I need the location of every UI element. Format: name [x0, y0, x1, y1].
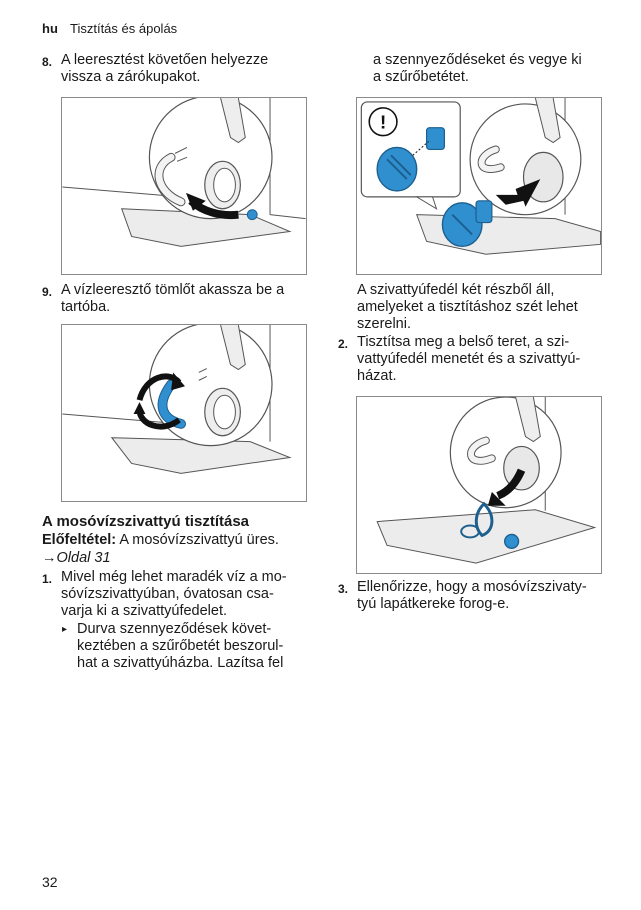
step-1-line-1: Mivel még lehet maradék víz a mo- [61, 569, 287, 585]
arrow-right-icon: → [42, 550, 57, 566]
step-3-text: Ellenőrizze, hogy a mosóvízszivaty- tyú … [357, 579, 587, 613]
bullet-line-2: keztében a szűrőbetét beszorul- [77, 638, 284, 654]
precondition-label: Előfeltétel: [42, 532, 117, 548]
step-9-number: 9. [42, 285, 53, 299]
step-2-line-2: vattyúfedél menetét és a szivattyú- [357, 351, 581, 367]
step-3-line-2: tyú lapátkereke forog-e. [357, 596, 510, 612]
step-9-line-2: tartóba. [61, 299, 111, 315]
figure-hose-hang [61, 324, 307, 502]
step-8-text: A leeresztést követően helyezze vissza a… [61, 52, 268, 86]
bullet-triangle-icon: ▸ [62, 624, 68, 635]
note-line-2: amelyeket a tisztításhoz szét lehet [357, 299, 578, 315]
step-1-number: 1. [42, 572, 53, 586]
precondition-text: A mosóvízszivattyú üres. [116, 532, 279, 548]
continuation-line-1: a szennyeződéseket és vegye ki [373, 52, 582, 68]
figure-cap-replace [61, 97, 307, 275]
step-9-text: A vízleeresztő tömlőt akassza be a tartó… [61, 282, 284, 316]
step-2-text: Tisztítsa meg a belső teret, a szi- vatt… [357, 334, 580, 385]
step-8-number: 8. [42, 55, 53, 69]
illustration-pump-cover-remove: ! [360, 98, 601, 255]
step-1-line-2: sóvízszivattyúban, óvatosan csa- [61, 586, 274, 602]
step-1-text: Mivel még lehet maradék víz a mo- sóvízs… [61, 569, 287, 620]
step-2-number: 2. [338, 337, 349, 351]
step-2-line-3: házat. [357, 368, 397, 384]
step-3-number: 3. [338, 582, 349, 596]
note-line-3: szerelni. [357, 316, 411, 332]
page-number: 32 [42, 874, 58, 890]
step-2-line-1: Tisztítsa meg a belső teret, a szi- [357, 334, 570, 350]
note-line-1: A szivattyúfedél két részből áll, [357, 282, 555, 298]
precondition: Előfeltétel: A mosóvízszivattyú üres. [42, 532, 279, 549]
step-8-line-1: A leeresztést követően helyezze [61, 52, 269, 68]
continuation-text: a szennyeződéseket és vegye ki a szűrőbe… [357, 52, 582, 86]
continuation-line-2: a szűrőbetétet. [373, 69, 469, 85]
figure-pump-cover-remove: ! [356, 97, 602, 275]
illustration-hose-hang [62, 325, 292, 474]
page-reference[interactable]: →Oldal 31 [42, 550, 111, 567]
figure-pump-clean [356, 396, 602, 574]
step-3-line-1: Ellenőrizze, hogy a mosóvízszivaty- [357, 579, 587, 595]
section-title: A mosóvízszivattyú tisztítása [42, 513, 250, 530]
page-reference-link[interactable]: Oldal 31 [56, 550, 111, 566]
bullet-line-3: hat a szivattyúházba. Lazítsa fel [77, 655, 284, 671]
note-text: A szivattyúfedél két részből áll, amelye… [357, 282, 578, 333]
warning-exclamation-icon: ! [380, 112, 386, 133]
step-9-line-1: A vízleeresztő tömlőt akassza be a [61, 282, 285, 298]
bullet-line-1: Durva szennyeződések követ- [77, 621, 272, 637]
step-8-line-2: vissza a zárókupakot. [61, 69, 201, 85]
header-section-title: Tisztítás és ápolás [70, 21, 178, 36]
step-1-line-3: varja ki a szivattyúfedelet. [61, 603, 228, 619]
illustration-pump-clean [376, 397, 597, 564]
illustration-cap-replace [62, 98, 306, 247]
header-language: hu [42, 21, 58, 36]
bullet-text: Durva szennyeződések követ- keztében a s… [77, 621, 283, 672]
